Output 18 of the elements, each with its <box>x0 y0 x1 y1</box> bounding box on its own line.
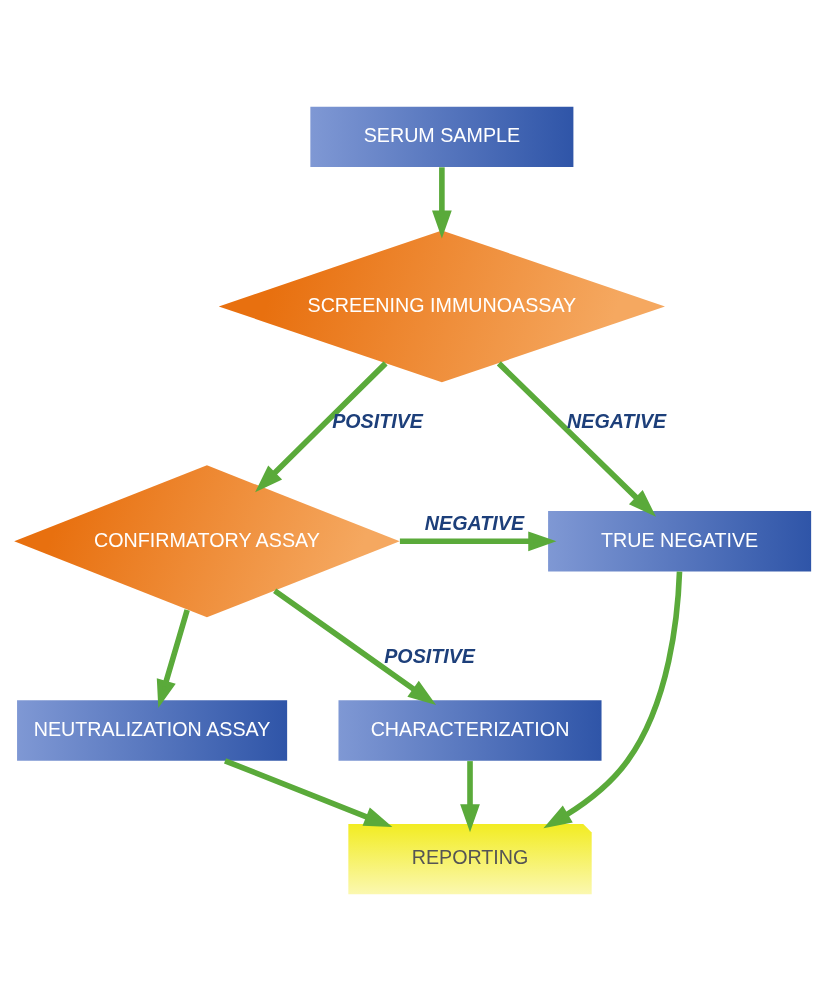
node-box: NEUTRALIZATION ASSAY <box>17 700 288 761</box>
edge-label: NEGATIVE <box>567 409 667 432</box>
arrow <box>496 361 656 517</box>
node-box: TRUE NEGATIVE <box>548 511 812 572</box>
arrow <box>255 361 388 493</box>
arrow <box>399 531 557 552</box>
arrow <box>460 761 480 833</box>
edge-label: POSITIVE <box>384 644 476 667</box>
edge-label: POSITIVE <box>332 409 423 432</box>
arrow <box>432 167 452 239</box>
arrow <box>543 571 683 829</box>
arrow <box>273 588 437 706</box>
edge-label: NEGATIVE <box>424 512 525 535</box>
arrow <box>224 758 393 828</box>
node-box: CHARACTERIZATION <box>338 700 602 761</box>
node-diamond: SCREENING IMMUNOASSAY <box>218 230 665 383</box>
node-box: SERUM SAMPLE <box>310 106 574 168</box>
arrow <box>156 609 190 709</box>
